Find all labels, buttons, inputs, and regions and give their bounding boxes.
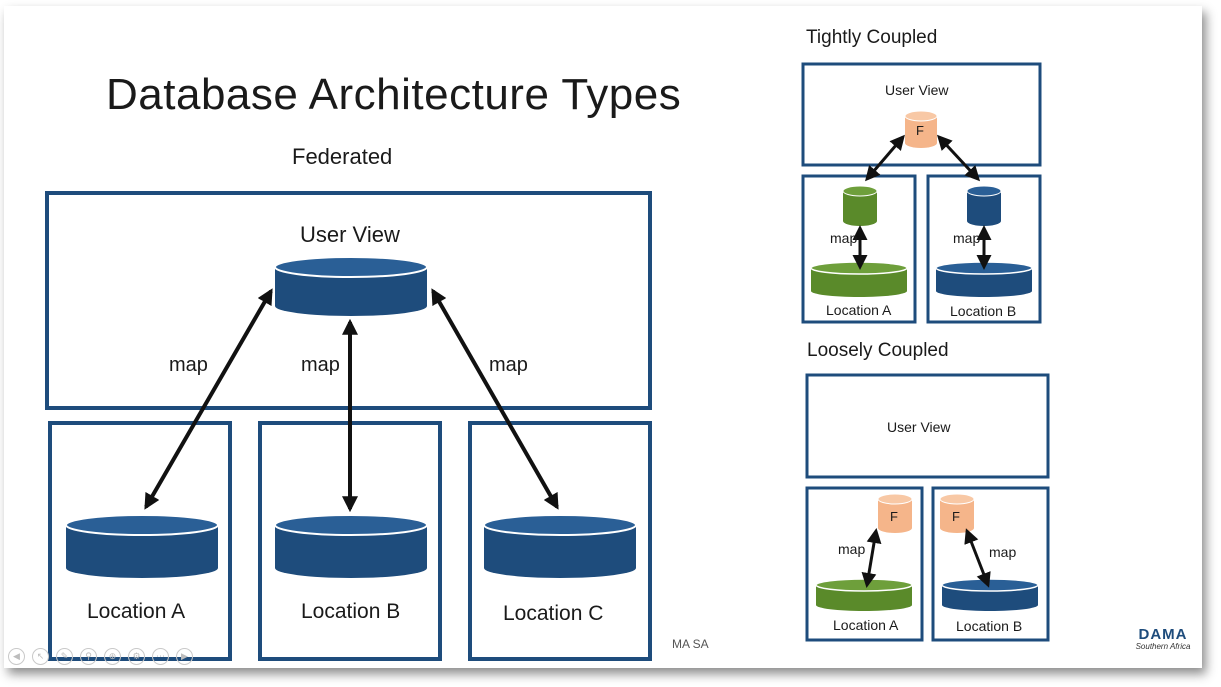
federated-map-arrow-c — [431, 288, 559, 510]
tightly-federation-database-icon — [904, 110, 938, 148]
federated-label: Federated — [292, 144, 393, 169]
tightly-coupled-label: Tightly Coupled — [806, 27, 938, 48]
tightly-location-b-database-icon — [935, 261, 1033, 297]
tightly-arrow-to-green — [865, 134, 905, 182]
pointer-icon[interactable]: ↖ — [32, 648, 49, 665]
loosely-map-arrow-a — [861, 528, 882, 588]
page-title: Database Architecture Types — [106, 70, 682, 119]
loosely-map-label-a: map — [838, 541, 866, 557]
federated-map-label-a: map — [169, 354, 208, 376]
tightly-user-view-label: User View — [885, 82, 949, 98]
loosely-federation-b-label: F — [952, 509, 960, 524]
federated-user-view-database-icon — [274, 256, 428, 316]
prev-icon[interactable]: ◀ — [8, 648, 25, 665]
tightly-map-label-b: map — [953, 230, 981, 246]
loosely-federation-a-label: F — [890, 509, 898, 524]
loosely-federation-a-database-icon — [877, 493, 913, 533]
loosely-user-view-label: User View — [887, 419, 951, 435]
loosely-coupled-label: Loosely Coupled — [807, 340, 949, 361]
tightly-location-b-label: Location B — [950, 303, 1017, 319]
next-icon[interactable]: ▶ — [176, 648, 193, 665]
loosely-map-arrow-b — [964, 528, 991, 588]
more-icon[interactable]: ⋯ — [152, 648, 169, 665]
federated-location-b-database-icon — [274, 514, 428, 578]
tightly-location-a-label: Location A — [826, 302, 892, 318]
federated-map-label-c: map — [489, 354, 528, 376]
federated-map-arrow-a — [144, 288, 273, 510]
zoom-icon[interactable]: ⊕ — [104, 648, 121, 665]
loosely-user-view-box — [805, 373, 1050, 479]
federated-map-label-b: map — [301, 354, 340, 376]
loosely-location-a-label: Location A — [833, 617, 899, 633]
federated-location-b-label: Location B — [301, 600, 401, 623]
tightly-federation-label: F — [916, 123, 924, 138]
slide-navigation-toolbar: ◀ ↖ ✎ ⚲ ⊕ ⚙ ⋯ ▶ — [8, 648, 193, 665]
tightly-green-local-database-icon — [842, 185, 878, 226]
tightly-location-a-box — [801, 174, 917, 324]
federated-user-view-label: User View — [300, 222, 400, 247]
federated-location-a-database-icon — [65, 514, 219, 578]
tightly-arrow-to-blue — [936, 134, 981, 182]
federated-location-c-database-icon — [483, 514, 637, 578]
dama-logo: DAMA Southern Africa — [1128, 626, 1198, 651]
tightly-user-view-box — [801, 62, 1042, 167]
footer-text: MA SA — [672, 637, 709, 651]
loosely-location-b-label: Location B — [956, 618, 1023, 634]
tightly-location-a-database-icon — [810, 261, 908, 297]
loosely-location-b-database-icon — [941, 578, 1039, 611]
loosely-location-a-box — [805, 486, 924, 642]
loosely-federation-b-database-icon — [939, 493, 975, 533]
federated-location-c-box — [468, 421, 652, 661]
federated-location-c-label: Location C — [503, 602, 604, 625]
link-icon[interactable]: ⚲ — [80, 648, 97, 665]
loosely-location-b-box — [931, 486, 1050, 642]
federated-location-a-label: Location A — [87, 600, 186, 623]
tightly-map-label-a: map — [830, 230, 858, 246]
tightly-location-b-box — [926, 174, 1042, 324]
logo-name: DAMA — [1138, 626, 1188, 643]
loosely-location-a-database-icon — [815, 578, 913, 611]
tightly-blue-local-database-icon — [966, 185, 1002, 226]
loosely-map-label-b: map — [989, 544, 1017, 560]
pen-icon[interactable]: ✎ — [56, 648, 73, 665]
logo-tagline: Southern Africa — [1135, 642, 1191, 651]
options-icon[interactable]: ⚙ — [128, 648, 145, 665]
